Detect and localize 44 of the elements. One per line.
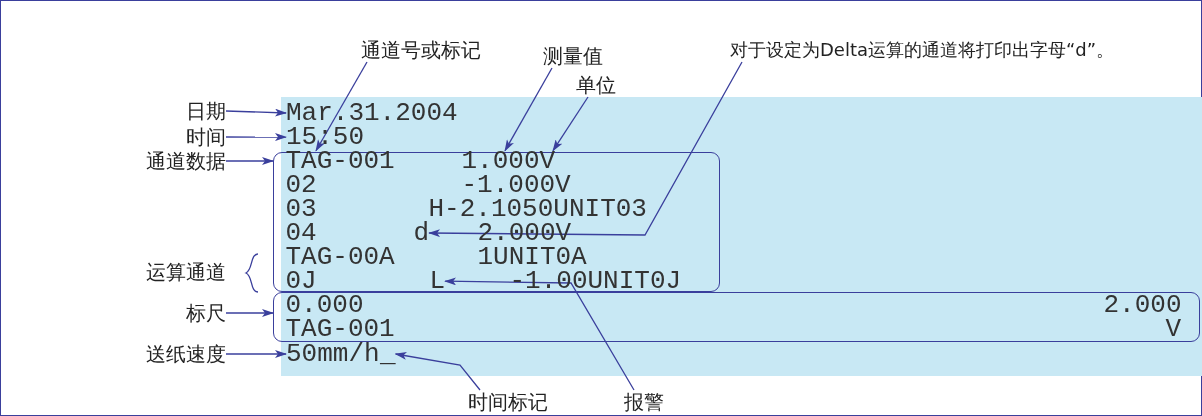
callout-label: 单位 — [576, 73, 616, 97]
scale-box — [273, 292, 1200, 342]
callout-label: 报警 — [624, 390, 664, 414]
callout-label: 通道号或标记 — [361, 38, 481, 62]
callout-label: 对于设定为Delta运算的通道将打印出字母“d”。 — [730, 38, 1115, 62]
annotation-label: 运算通道 — [146, 260, 226, 284]
printout-text: TAG-001 — [285, 319, 395, 340]
leader-line — [428, 61, 743, 238]
callout-label: 时间标记 — [468, 390, 548, 414]
printout-text: 0.000 — [285, 295, 364, 316]
leader-line — [444, 277, 635, 391]
printout-text: -1.00UNIT0J — [509, 271, 682, 292]
printout-text: 0J — [285, 271, 317, 292]
printout-text: TAG-00A — [285, 247, 395, 268]
arrow — [225, 157, 274, 165]
printout-text: 03 — [285, 198, 317, 219]
leader-line — [504, 67, 553, 152]
printout-text: -1.000V — [461, 174, 571, 195]
channel-data-box — [273, 152, 720, 292]
annotation-label: 通道数据 — [146, 149, 226, 173]
annotation-label: 日期 — [186, 99, 226, 123]
annotation-label: 标尺 — [186, 301, 226, 325]
printout-text: 50mm/h — [286, 344, 380, 364]
leader-line — [394, 351, 481, 391]
printout-text: 04 — [285, 223, 317, 243]
printout-text: 02 — [285, 174, 317, 195]
annotation-label: 送纸速度 — [146, 342, 226, 366]
arrow — [225, 108, 287, 117]
callout-label: 测量值 — [543, 44, 603, 68]
printout-text: V — [1165, 319, 1182, 340]
printout-text: V — [539, 150, 556, 171]
arrow — [225, 350, 287, 358]
arrow — [225, 309, 274, 317]
printout-text: _ — [380, 344, 396, 364]
printout-text: d — [413, 223, 430, 243]
printout-text: 1.000 — [461, 150, 540, 171]
printout-text: L — [429, 271, 446, 292]
printout-text: H-2.1050UNIT03 — [428, 198, 647, 219]
printout-text: 2.000 — [1103, 295, 1182, 316]
leader-line — [552, 96, 589, 152]
printout-text: TAG-001 — [285, 150, 395, 171]
printout-text: 1UNIT0A — [477, 247, 587, 268]
annotation-label: 时间 — [186, 125, 226, 149]
arrow — [225, 133, 287, 142]
